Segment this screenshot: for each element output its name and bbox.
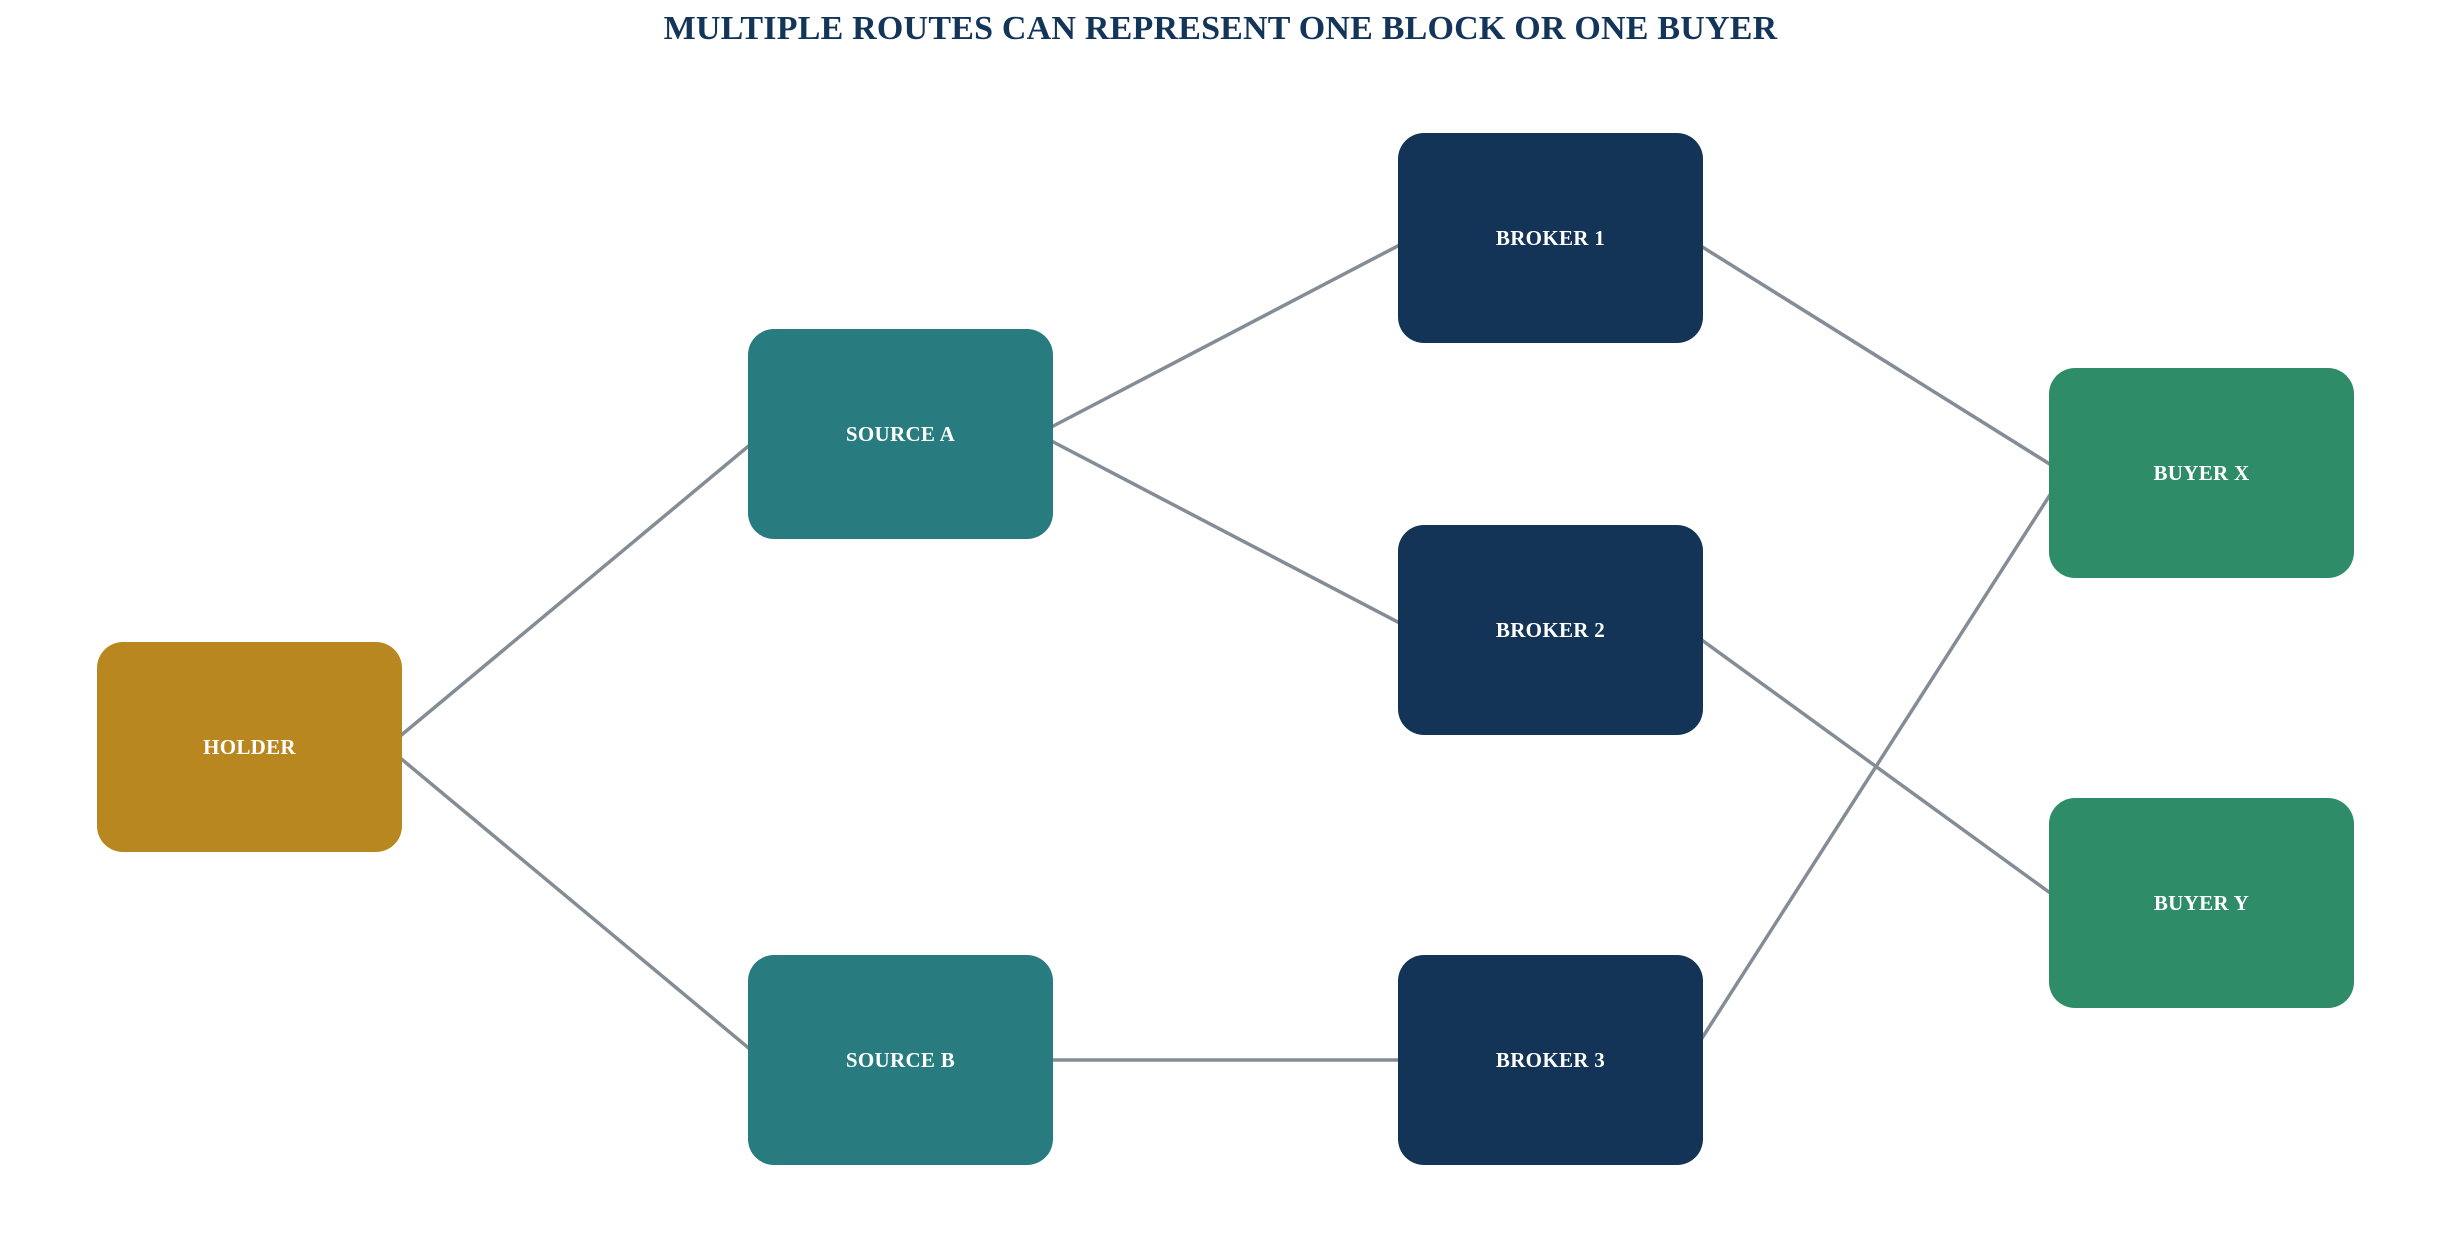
edge-holder-to-source-a	[385, 432, 765, 749]
node-holder-label: HOLDER	[203, 734, 296, 759]
edge-source-a-to-broker-1	[1037, 236, 1415, 436]
node-broker-2: BROKER 2	[1398, 525, 1703, 735]
node-source-b: SOURCE B	[748, 955, 1053, 1165]
node-broker-1: BROKER 1	[1398, 133, 1703, 343]
node-buyer-x-label: BUYER X	[2153, 460, 2250, 485]
edge-broker-1-to-buyer-x	[1687, 236, 2066, 475]
node-broker-1-label: BROKER 1	[1495, 225, 1606, 250]
edge-group	[385, 236, 2066, 1065]
node-broker-3: BROKER 3	[1398, 955, 1703, 1165]
edge-holder-to-source-b	[385, 745, 765, 1062]
node-buyer-y-label: BUYER Y	[2153, 890, 2250, 915]
edge-broker-3-to-buyer-x	[1686, 471, 2066, 1061]
node-buyer-y: BUYER Y	[2049, 798, 2354, 1008]
edge-source-a-to-broker-2	[1037, 432, 1415, 632]
node-broker-2-label: BROKER 2	[1495, 617, 1606, 642]
node-source-a-label: SOURCE A	[845, 421, 956, 446]
node-broker-3-label: BROKER 3	[1495, 1047, 1606, 1072]
node-source-b-label: SOURCE B	[845, 1047, 956, 1072]
node-source-a: SOURCE A	[748, 329, 1053, 539]
node-buyer-x: BUYER X	[2049, 368, 2354, 578]
diagram-title: MULTIPLE ROUTES CAN REPRESENT ONE BLOCK …	[663, 10, 1778, 47]
node-holder: HOLDER	[97, 642, 402, 852]
